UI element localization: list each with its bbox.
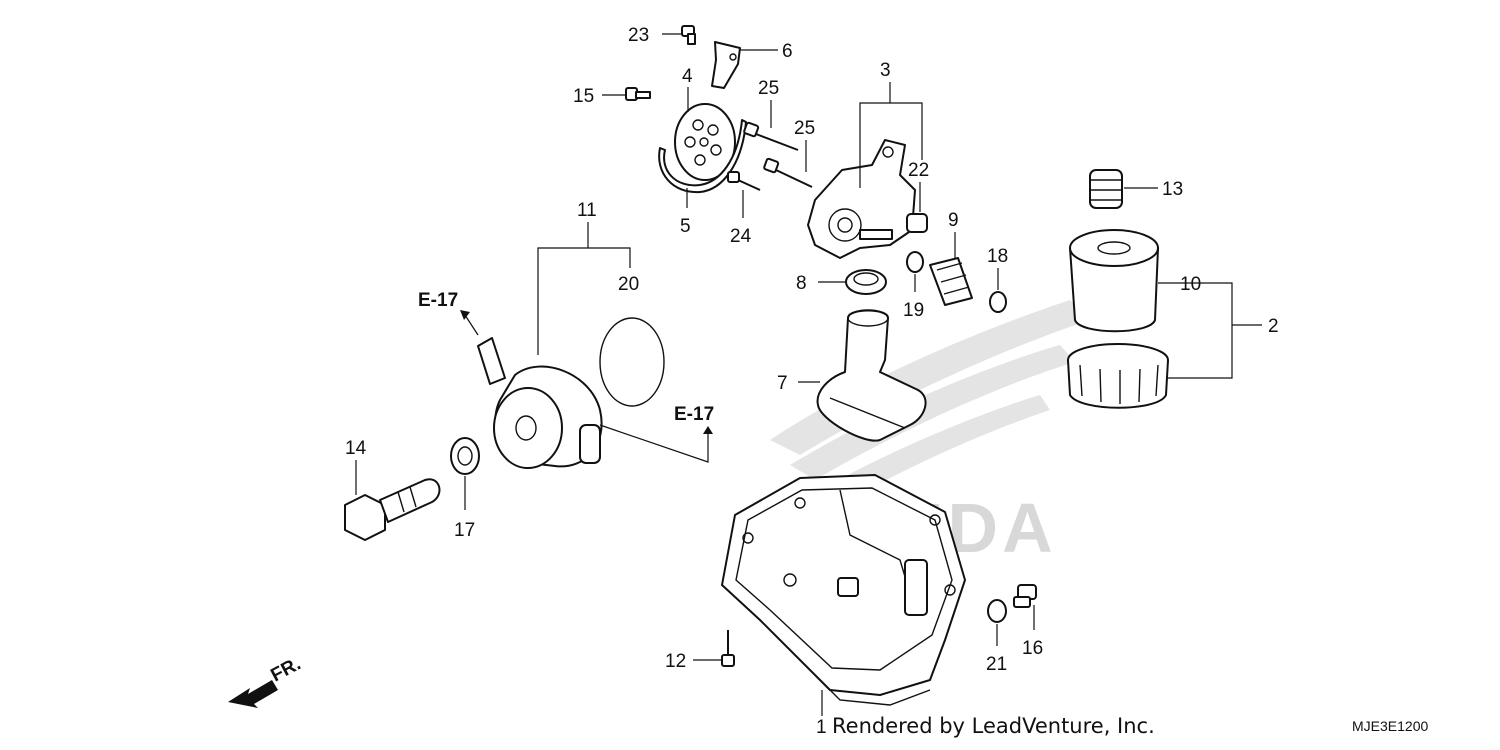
callout-14: 14 [345,438,367,459]
callout-18: 18 [987,246,1008,267]
front-direction-arrow-icon [228,680,278,708]
filter-cup-2-icon [1067,343,1169,409]
callout-23: 23 [628,25,649,46]
bolt-15-icon [625,87,651,101]
reference-e17-lower: E-17 [674,404,714,425]
callout-21: 21 [986,654,1007,675]
callout-8: 8 [796,273,807,294]
banjo-bolt-14-icon [344,478,441,541]
callout-22: 22 [908,160,929,181]
bolt-23-icon [681,25,696,45]
washer-21-icon [987,599,1007,623]
callout-3: 3 [880,60,891,81]
reference-e17-lower-leader [599,424,709,463]
seal-8-icon [845,269,887,295]
gasket-20-icon [599,317,665,407]
o-ring-19-icon [906,251,924,273]
drain-bolt-16-icon [1013,584,1037,608]
callout-4: 4 [682,66,693,87]
callout-17: 17 [454,520,475,541]
oil-pump-3-icon [807,139,916,259]
reference-arrow-lower-icon [703,426,713,434]
callout-10: 10 [1180,274,1201,295]
bolt-25b-icon [763,157,813,188]
relief-valve-9-icon [929,257,973,306]
dowel-pin-22-icon [906,213,928,233]
oil-strainer-7-icon [816,309,927,442]
leader-11-20 [537,247,631,355]
reference-e17-upper: E-17 [418,290,458,311]
reference-arrow-upper-icon [460,310,470,320]
callout-7: 7 [777,373,788,394]
callout-5: 5 [680,216,691,237]
diagram-code: MJE3E1200 [1352,718,1428,734]
callout-12: 12 [665,651,686,672]
oil-pan-1-icon [721,474,966,706]
oil-cooler-11-icon [477,337,603,469]
callout-15: 15 [573,86,594,107]
callout-16: 16 [1022,638,1043,659]
callout-11: 11 [577,200,597,221]
spring-13-icon [1089,169,1123,209]
sprocket-4-icon [674,103,736,181]
drive-chain-5-icon [658,119,747,194]
washer-17-icon [450,437,480,475]
callout-24: 24 [730,226,752,247]
o-ring-18-icon [989,291,1007,313]
bolt-24-icon [727,171,761,191]
oil-filter-10-icon [1069,229,1159,333]
callout-19: 19 [903,300,924,321]
callout-13: 13 [1162,179,1183,200]
callout-25a: 25 [758,78,779,99]
callout-25b: 25 [794,118,815,139]
leader-3 [859,102,923,188]
reference-e17-upper-leader [464,314,479,336]
callout-1: 1 [816,717,827,738]
callout-9: 9 [948,210,959,231]
leader-10-2 [1158,282,1233,379]
callout-20: 20 [618,274,639,295]
callout-2: 2 [1268,316,1279,337]
callout-6: 6 [782,41,793,62]
footer-credit: Rendered by LeadVenture, Inc. [832,714,1155,738]
bolt-12-icon [721,630,735,667]
bolt-25a-icon [743,121,799,151]
front-direction-label: FR. [267,654,304,687]
chain-guide-plate-6-icon [711,41,741,89]
